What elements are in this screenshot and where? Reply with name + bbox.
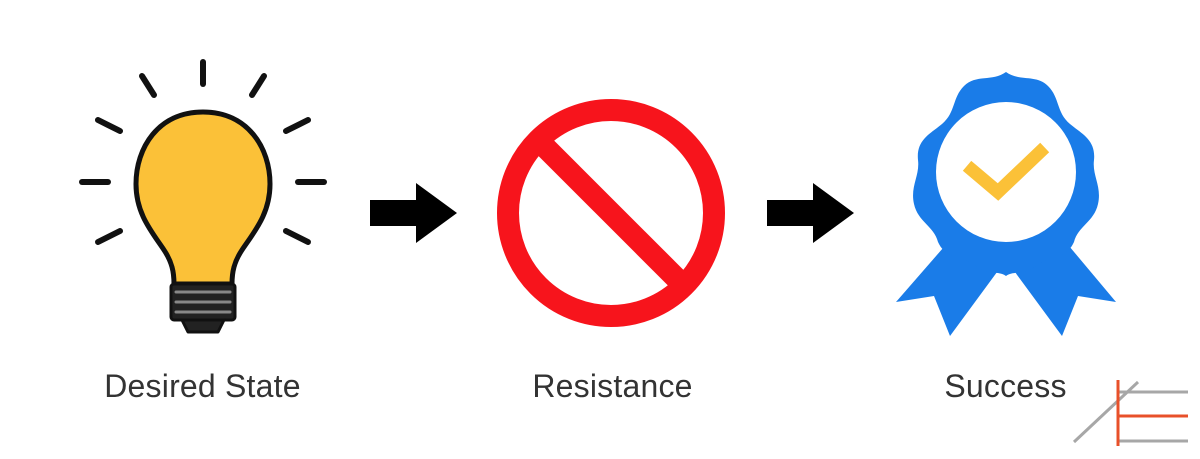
stage-label-desired-state: Desired State xyxy=(104,368,301,404)
arrow-right-icon xyxy=(370,183,457,243)
check-icon xyxy=(962,142,1050,201)
stage-label-success: Success xyxy=(944,368,1067,404)
prohibition-icon xyxy=(497,99,725,327)
arrow-right-icon xyxy=(767,183,854,243)
award-ribbon-icon xyxy=(896,72,1116,336)
light-rays xyxy=(79,59,327,245)
ae-monogram-logo xyxy=(1072,380,1188,446)
bulb-glass xyxy=(133,109,273,287)
lightbulb-icon xyxy=(79,59,327,334)
stage-label-resistance: Resistance xyxy=(532,368,693,404)
